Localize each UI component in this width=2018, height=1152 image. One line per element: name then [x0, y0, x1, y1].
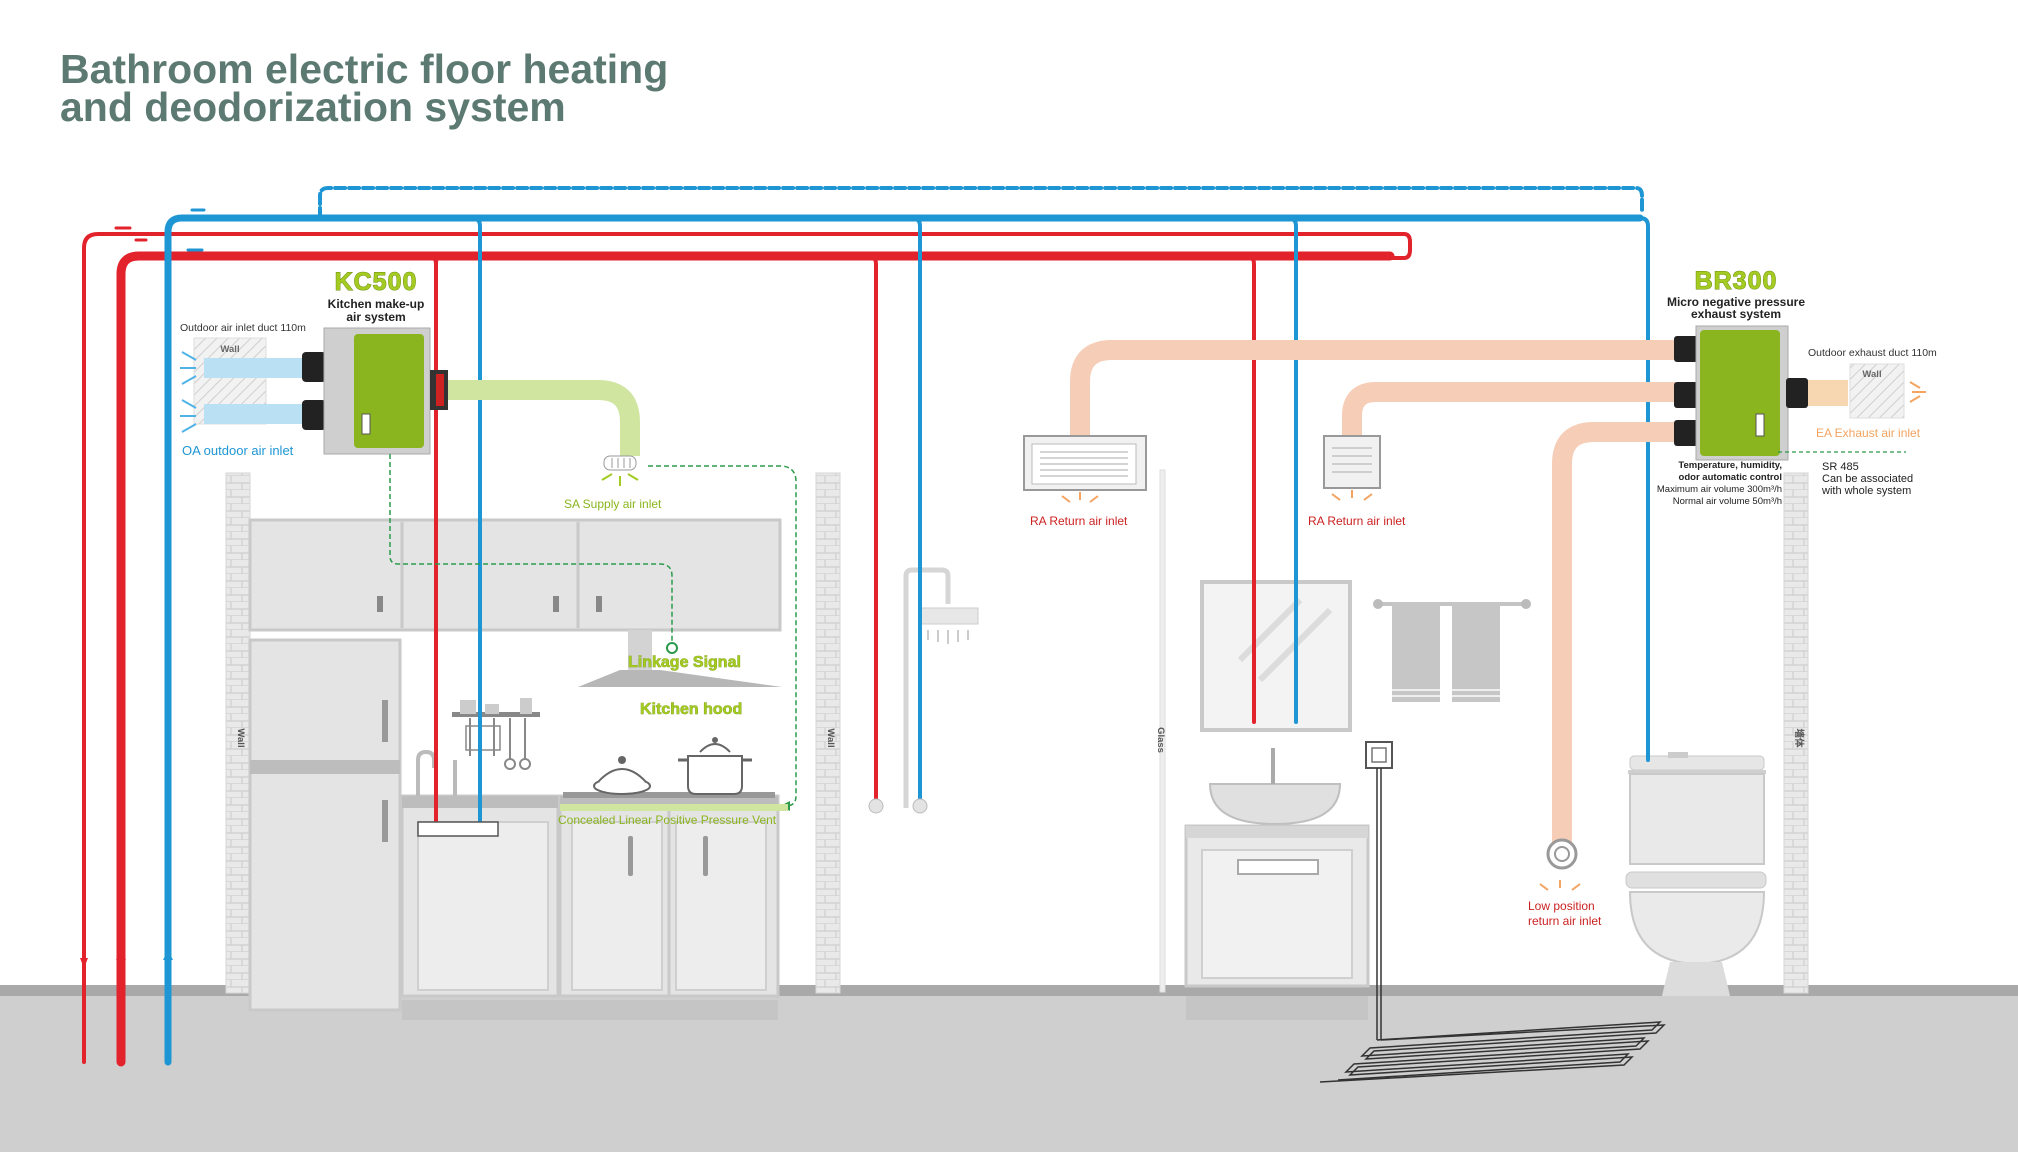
page-title: Bathroom electric floor heating and deod…	[60, 46, 669, 130]
supply-duct: SA Supply air inlet	[448, 380, 662, 511]
glass-label: Glass	[1155, 727, 1166, 753]
sr485-2: Can be associated	[1822, 473, 1913, 485]
wall-middle: Wall	[815, 472, 841, 994]
shower-valves	[417, 798, 928, 837]
br300-name-1: Micro negative pressure	[1667, 295, 1805, 309]
ra-label-1: RA Return air inlet	[1030, 514, 1128, 528]
kc500-duct-note: Outdoor air inlet duct 110m	[180, 322, 306, 334]
exhaust-ducts	[1070, 340, 1686, 852]
wall-label: Wall	[220, 344, 239, 355]
linkage-signal	[389, 454, 797, 807]
br300-control-1: Temperature, humidity,	[1678, 460, 1782, 471]
kc500-name-2: air system	[346, 310, 405, 324]
sr485-1: SR 485	[1822, 461, 1859, 473]
br300-unit: Wall BR300 Micro negative pressure exhau…	[1657, 267, 1937, 508]
kitchen-cabinets	[248, 518, 782, 1020]
wall-right: 墙体	[1783, 472, 1809, 994]
linear-vent	[560, 804, 788, 811]
title-line-1: Bathroom electric floor heating	[60, 46, 669, 92]
kc500-name-1: Kitchen make-up	[328, 297, 425, 311]
ra-grille-2: RA Return air inlet	[1308, 435, 1406, 528]
low-return-2: return air inlet	[1528, 914, 1602, 928]
ra-label-2: RA Return air inlet	[1308, 514, 1406, 528]
pipe-arrows	[80, 950, 173, 968]
sr485-3: with whole system	[1821, 485, 1911, 497]
vent-label: Concealed Linear Positive Pressure Vent	[558, 813, 777, 827]
kc500-unit: Wall KC500 Kitchen make-up air system Ou…	[180, 268, 448, 458]
kc500-brand: KC500	[335, 268, 418, 296]
wall-left: Wall	[225, 472, 251, 994]
wall-label: Wall	[825, 728, 836, 747]
br300-duct-note: Outdoor exhaust duct 110m	[1808, 347, 1937, 359]
bathroom-fixtures: Glass	[903, 469, 1767, 1083]
br300-normal-volume: Normal air volume 50m³/h	[1673, 496, 1782, 507]
floor	[0, 985, 2018, 1152]
kitchen-hood-label: Kitchen hood	[640, 701, 742, 718]
br300-name-2: exhaust system	[1691, 307, 1781, 321]
low-return-inlet: Low position return air inlet	[1528, 838, 1602, 928]
ea-label: EA Exhaust air inlet	[1816, 426, 1921, 440]
ra-grille-1: RA Return air inlet	[1023, 435, 1147, 528]
linkage-label: Linkage Signal	[628, 654, 741, 671]
sa-label: SA Supply air inlet	[564, 497, 662, 511]
main-pipes	[82, 186, 1650, 1067]
br300-brand: BR300	[1695, 267, 1778, 295]
wall-label: Wall	[235, 728, 246, 747]
br300-control-2: odor automatic control	[1679, 472, 1782, 483]
wall-label: Wall	[1862, 369, 1881, 380]
br300-max-volume: Maximum air volume 300m³/h	[1657, 484, 1782, 495]
low-return-1: Low position	[1528, 899, 1595, 913]
oa-label: OA outdoor air inlet	[182, 443, 294, 458]
title-line-2: and deodorization system	[60, 84, 566, 130]
linkage-dot	[666, 642, 678, 654]
wall-label: 墙体	[1793, 728, 1805, 748]
